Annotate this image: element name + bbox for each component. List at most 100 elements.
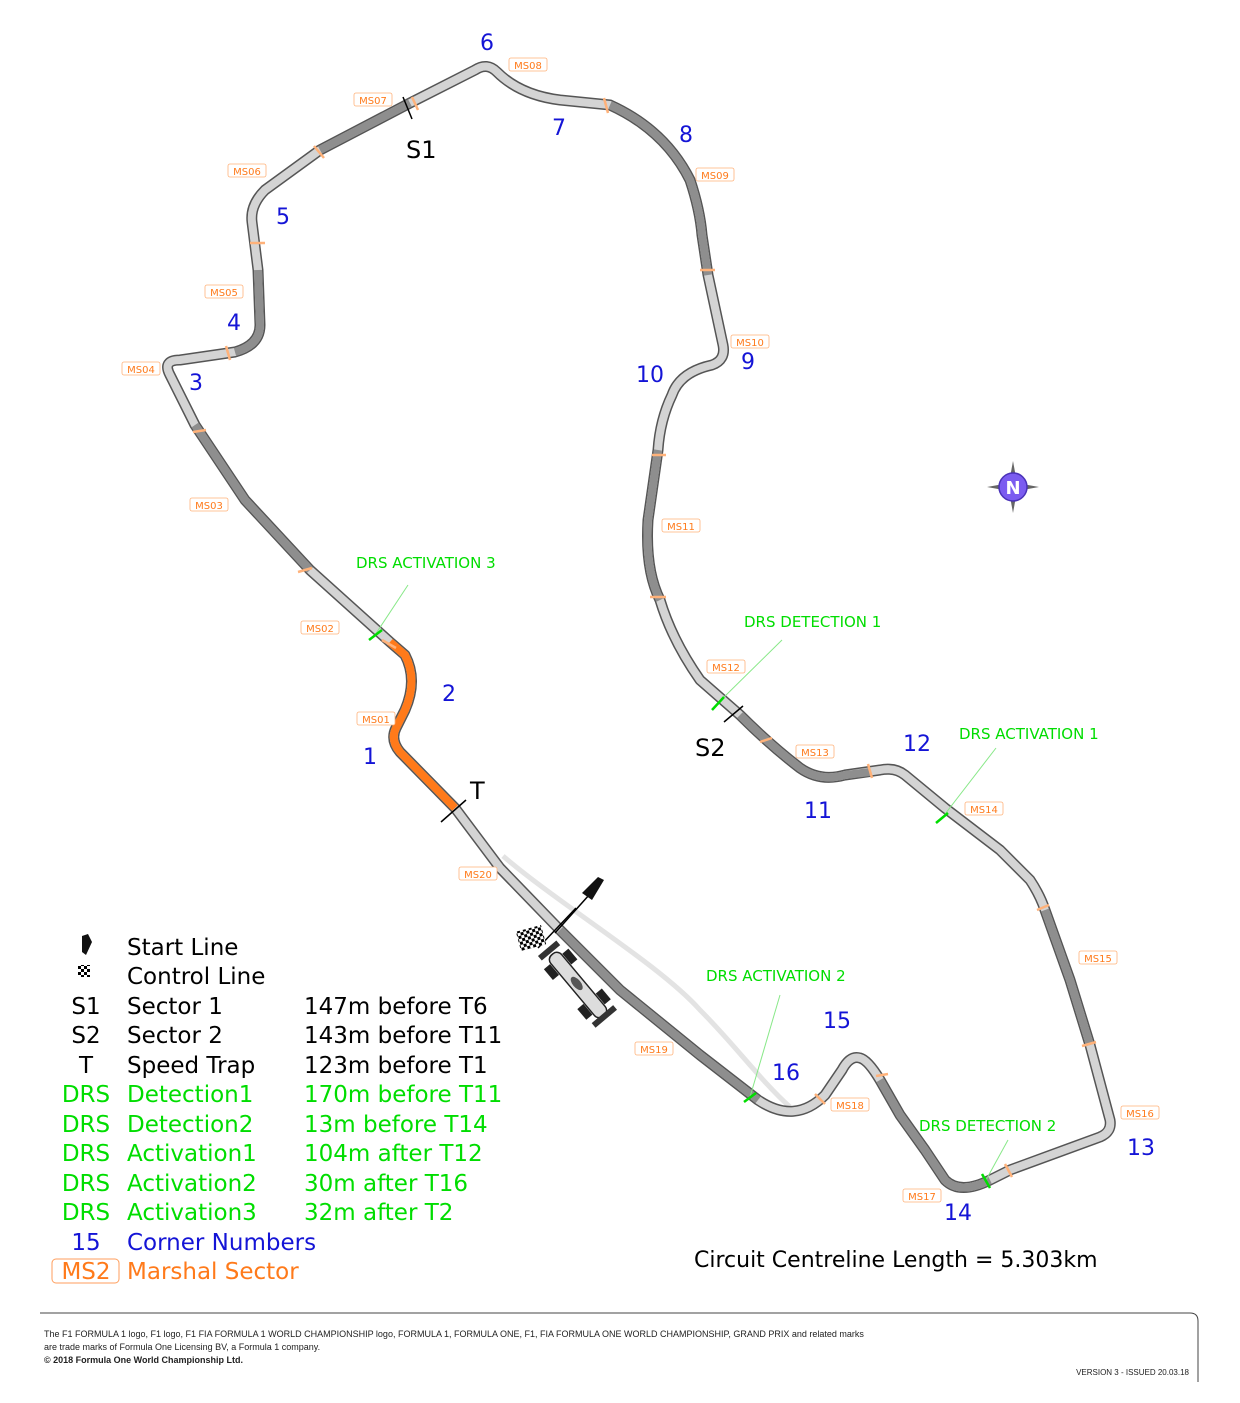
marshal-sector-label: MS20 — [458, 866, 498, 881]
marshal-sector-text: MS14 — [970, 805, 998, 816]
legend-det2-name: Detection2 — [127, 1112, 253, 1138]
marshal-sector-box — [730, 334, 770, 349]
legend-s2-key: S2 — [71, 1023, 100, 1049]
footer-line-3: © 2018 Formula One World Championship Lt… — [44, 1355, 243, 1365]
marshal-sector-box — [300, 620, 340, 635]
marshal-sector-text: MS04 — [127, 365, 155, 376]
legend-s2-name: Sector 2 — [127, 1023, 223, 1049]
legend-act3-name: Activation3 — [127, 1200, 257, 1226]
drs-marks — [368, 629, 992, 1189]
legend-control: Control Line — [127, 964, 265, 990]
legend-corner-name: Corner Numbers — [127, 1230, 316, 1256]
marshal-sector-text: MS09 — [701, 171, 729, 182]
legend-drs-key: DRS — [62, 1112, 110, 1138]
drs-detection-2-label: DRS DETECTION 2 — [919, 1117, 1056, 1135]
sector-2-label: S2 — [695, 734, 726, 762]
marshal-sector-label: MS14 — [964, 801, 1004, 816]
corner-number: 14 — [944, 1201, 972, 1226]
marshal-sector-text: MS01 — [362, 715, 390, 726]
legend-act1-name: Activation1 — [127, 1141, 257, 1167]
marshal-sector-1-highlight — [387, 638, 458, 811]
legend: Start Line Control Line S1 Sector 1 147m… — [51, 934, 502, 1285]
marshal-sector-box — [508, 57, 548, 72]
marshal-sector-label: MS08 — [508, 57, 548, 72]
pit-lane — [501, 854, 792, 1109]
marshal-sector-label: MS12 — [706, 659, 746, 674]
legend-t-key: T — [78, 1053, 94, 1079]
marshal-sector-text: MS16 — [1126, 1109, 1154, 1120]
corner-number: 13 — [1127, 1136, 1155, 1161]
legend-drs-key: DRS — [62, 1141, 110, 1167]
control-line-marker — [515, 907, 577, 952]
corner-number: 3 — [189, 371, 203, 396]
marshal-sector-label: MS18 — [830, 1097, 870, 1112]
marshal-sector-box — [227, 163, 267, 178]
marshal-sector-label: MS09 — [695, 167, 735, 182]
marshal-sector-box — [795, 744, 835, 759]
marshal-sector-box — [1078, 950, 1118, 965]
marshal-sector-text: MS03 — [195, 501, 223, 512]
marshal-sector-box — [189, 497, 229, 512]
marshal-sector-text: MS12 — [712, 663, 740, 674]
corner-number: 1 — [363, 745, 377, 770]
footer-line-2: are trade marks of Formula One Licensing… — [44, 1342, 320, 1352]
marshal-sector-text: MS07 — [359, 96, 387, 107]
legend-drs-key: DRS — [62, 1082, 110, 1108]
marshal-sector-label: MS16 — [1120, 1105, 1160, 1120]
footer-border — [40, 1312, 1199, 1382]
marshal-ticks — [192, 96, 1097, 1178]
marshal-sector-text: MS06 — [233, 167, 261, 178]
legend-start: Start Line — [127, 935, 238, 961]
speed-trap-label: T — [469, 777, 485, 805]
legend-s2-desc: 143m before T11 — [304, 1023, 502, 1049]
corner-number: 7 — [552, 116, 566, 141]
legend-s1-key: S1 — [71, 994, 100, 1020]
corner-number: 15 — [823, 1009, 851, 1034]
drs-lines — [374, 584, 1009, 1181]
legend-t-desc: 123m before T1 — [304, 1053, 488, 1079]
marshal-sector-box — [964, 801, 1004, 816]
marshal-sector-box — [661, 518, 701, 533]
drs-detection-1-label: DRS DETECTION 1 — [744, 613, 881, 631]
marshal-sector-box — [121, 361, 161, 376]
legend-corner-key: 15 — [71, 1230, 100, 1256]
track-dark-sections — [191, 99, 1094, 1192]
marshal-sector-text: MS10 — [736, 338, 764, 349]
marshal-sector-text: MS20 — [464, 870, 492, 881]
marshal-sector-box — [706, 659, 746, 674]
marshal-sector-text: MS02 — [306, 624, 334, 635]
control-line-icon — [78, 965, 90, 977]
legend-s1-name: Sector 1 — [127, 994, 223, 1020]
marshal-sector-text: MS18 — [836, 1101, 864, 1112]
legend-drs-key: DRS — [62, 1200, 110, 1226]
marshal-sector-labels: MS01MS02MS03MS04MS05MS06MS07MS08MS09MS10… — [121, 57, 1160, 1203]
marshal-sector-box — [695, 167, 735, 182]
marshal-sector-label: MS15 — [1078, 950, 1118, 965]
marshal-sector-text: MS11 — [667, 522, 695, 533]
marshal-sector-text: MS08 — [514, 61, 542, 72]
footer: The F1 FORMULA 1 logo, F1 logo, F1 FIA F… — [40, 1312, 1199, 1382]
marshal-sector-text: MS13 — [801, 748, 829, 759]
marshal-sector-label: MS17 — [902, 1188, 942, 1203]
legend-det2-desc: 13m before T14 — [304, 1112, 488, 1138]
version-label: VERSION 3 - ISSUED 20.03.18 — [1076, 1368, 1189, 1377]
legend-det1-desc: 170m before T11 — [304, 1082, 502, 1108]
corner-number: 12 — [903, 732, 931, 757]
legend-det1-name: Detection1 — [127, 1082, 253, 1108]
marshal-sector-label: MS04 — [121, 361, 161, 376]
f1-car-icon — [537, 940, 618, 1028]
footer-line-1: The F1 FORMULA 1 logo, F1 logo, F1 FIA F… — [44, 1329, 864, 1339]
corner-number: 8 — [679, 123, 693, 148]
drs-activation-3-label: DRS ACTIVATION 3 — [356, 554, 496, 572]
legend-t-name: Speed Trap — [127, 1053, 255, 1079]
legend-act2-desc: 30m after T16 — [304, 1171, 468, 1197]
marshal-sector-text: MS15 — [1084, 954, 1112, 965]
compass-label: N — [1005, 478, 1020, 499]
marshal-sector-box — [353, 92, 393, 107]
marshal-sector-label: MS07 — [353, 92, 393, 107]
marshal-sector-label: MS19 — [634, 1041, 674, 1056]
marshal-sector-label: MS02 — [300, 620, 340, 635]
corner-number: 10 — [636, 363, 664, 388]
marshal-sector-text: MS19 — [640, 1045, 668, 1056]
